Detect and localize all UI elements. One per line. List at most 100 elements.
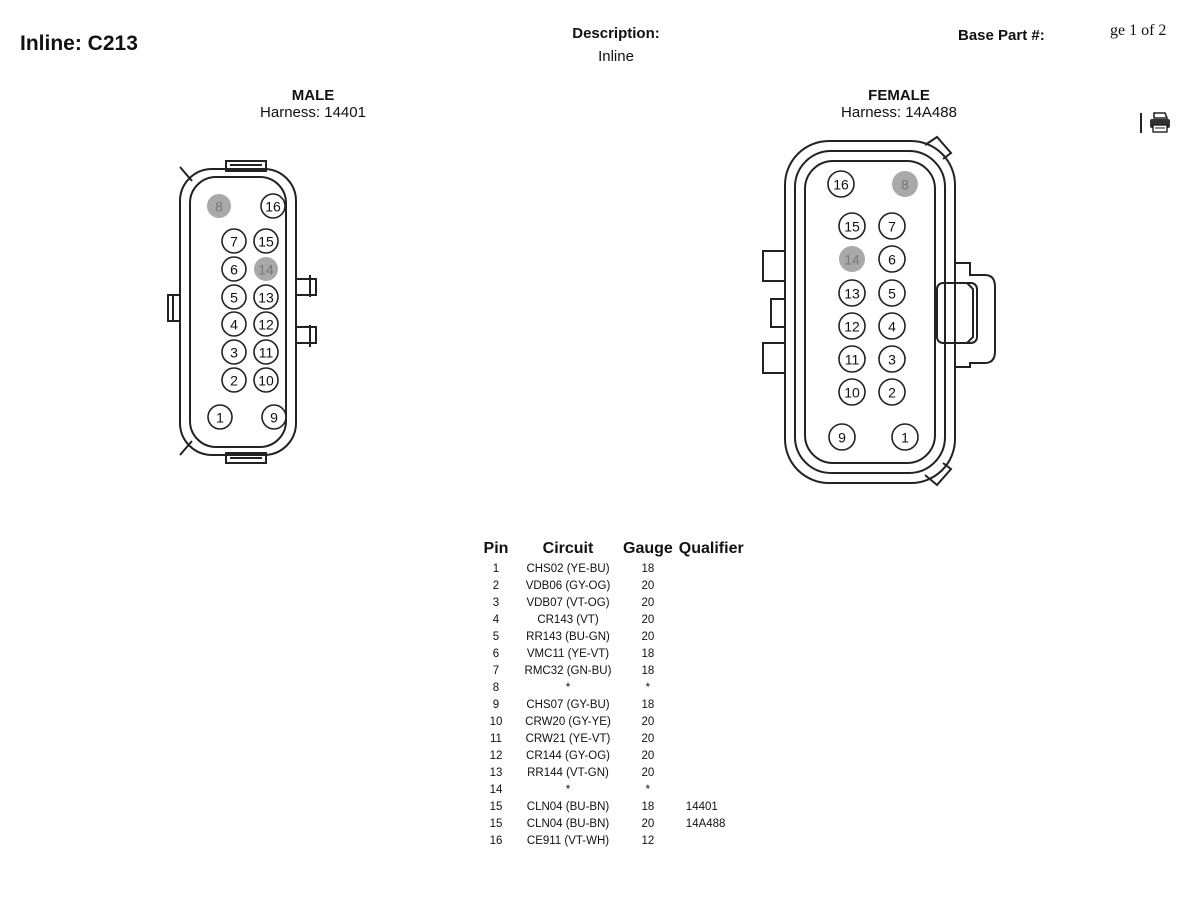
pin-number-label: 1 <box>216 410 224 426</box>
pin-cavity-circle <box>838 279 866 307</box>
pin-cavity-circle <box>221 228 247 254</box>
circuit-cell: CR143 (VT) <box>537 613 599 626</box>
pin-table-header: Pin Circuit Gauge Qualifier <box>476 538 747 560</box>
pin-11: 11 <box>838 345 866 373</box>
pin-cavity-circle <box>253 311 279 337</box>
pin-cavity-circle <box>207 404 233 430</box>
pin-5: 5 <box>221 284 247 310</box>
pin-8: 8 <box>207 194 231 218</box>
gauge-cell: 20 <box>641 766 655 779</box>
empty-cavity-marker <box>892 171 918 197</box>
col-header-gauge: Gauge <box>623 540 673 557</box>
circuit-cell: CR144 (GY-OG) <box>526 749 610 762</box>
pin-number-label: 2 <box>888 385 896 401</box>
gauge-cell: 20 <box>641 579 655 592</box>
circuit-cell: RMC32 (GN-BU) <box>524 664 612 677</box>
gauge-cell: 20 <box>641 749 655 762</box>
pin-4: 4 <box>878 312 906 340</box>
circuit-cell: * <box>565 783 571 796</box>
pin-cavity-circle <box>891 423 919 451</box>
gauge-cell: 20 <box>641 630 655 643</box>
pin-cavity-circle <box>878 212 906 240</box>
circuit-cell: * <box>565 681 571 694</box>
pin-number-label: 6 <box>888 252 896 268</box>
pin-15: 15 <box>253 228 279 254</box>
circuit-cell: CE911 (VT-WH) <box>526 834 610 847</box>
pin-number-label: 10 <box>258 373 274 389</box>
pin-number-label: 13 <box>258 290 274 306</box>
gauge-cell: * <box>645 681 651 694</box>
pin-cavity-circle <box>253 228 279 254</box>
pin-cell: 3 <box>492 596 500 609</box>
print-button[interactable] <box>1140 110 1180 136</box>
pin-7: 7 <box>878 212 906 240</box>
qualifier-cell <box>676 747 747 764</box>
male-harness: Harness: 14401 <box>260 104 366 121</box>
gauge-cell: 18 <box>641 647 655 660</box>
pin-12: 12 <box>253 311 279 337</box>
pin-cavity-circle <box>828 423 856 451</box>
qualifier-cell <box>676 730 747 747</box>
base-part-label: Base Part #: <box>958 27 1045 44</box>
female-view-header: FEMALE Harness: 14A488 <box>749 87 1049 121</box>
pin-number-label: 11 <box>259 345 274 361</box>
pin-number-label: 7 <box>888 219 896 235</box>
pin-number-label: 11 <box>845 352 860 368</box>
pin-10: 10 <box>253 367 279 393</box>
pin-number-label: 16 <box>265 199 281 215</box>
gauge-cell: * <box>645 783 651 796</box>
pin-cavity-circle <box>261 404 287 430</box>
qualifier-cell <box>676 764 747 781</box>
circuit-cell: VDB06 (GY-OG) <box>525 579 611 592</box>
female-harness: Harness: 14A488 <box>841 104 957 121</box>
pin-2: 2 <box>221 367 247 393</box>
printer-icon <box>1150 112 1170 133</box>
circuit-cell: CRW21 (YE-VT) <box>525 732 611 745</box>
pin-16: 16 <box>827 170 855 198</box>
gauge-cell: 18 <box>641 562 655 575</box>
pin-cell: 16 <box>489 834 503 847</box>
pin-cavity-circle <box>253 284 279 310</box>
description-label: Description: <box>572 25 660 42</box>
pin-6: 6 <box>878 245 906 273</box>
pin-number-label: 1 <box>901 430 909 446</box>
pin-number-label: 13 <box>844 286 860 302</box>
pin-cavity-circle <box>221 339 247 365</box>
table-row: 8 * * <box>476 679 747 696</box>
qualifier-cell <box>676 713 747 730</box>
pin-cavity-circle <box>878 312 906 340</box>
circuit-cell: CHS07 (GY-BU) <box>526 698 610 711</box>
pin-cell: 10 <box>489 715 503 728</box>
qualifier-cell <box>676 781 747 798</box>
gauge-cell: 20 <box>641 596 655 609</box>
qualifier-cell <box>676 560 747 577</box>
page-indicator: ge 1 of 2 <box>1110 22 1167 39</box>
pin-1: 1 <box>891 423 919 451</box>
pin-14: 14 <box>254 257 278 281</box>
pin-6: 6 <box>221 256 247 282</box>
toolbar-divider <box>1140 113 1142 133</box>
pin-cell: 7 <box>492 664 500 677</box>
empty-cavity-marker <box>207 194 231 218</box>
pin-cell: 8 <box>492 681 500 694</box>
page-title: Inline: C213 <box>20 32 138 55</box>
pin-3: 3 <box>221 339 247 365</box>
pin-13: 13 <box>838 279 866 307</box>
circuit-cell: CRW20 (GY-YE) <box>525 715 611 728</box>
pin-number-label: 9 <box>270 410 278 426</box>
pin-cavity-circle <box>878 279 906 307</box>
pin-number-label: 14 <box>844 252 860 268</box>
circuit-cell: CLN04 (BU-BN) <box>526 817 610 830</box>
pin-number-label: 4 <box>888 319 896 335</box>
